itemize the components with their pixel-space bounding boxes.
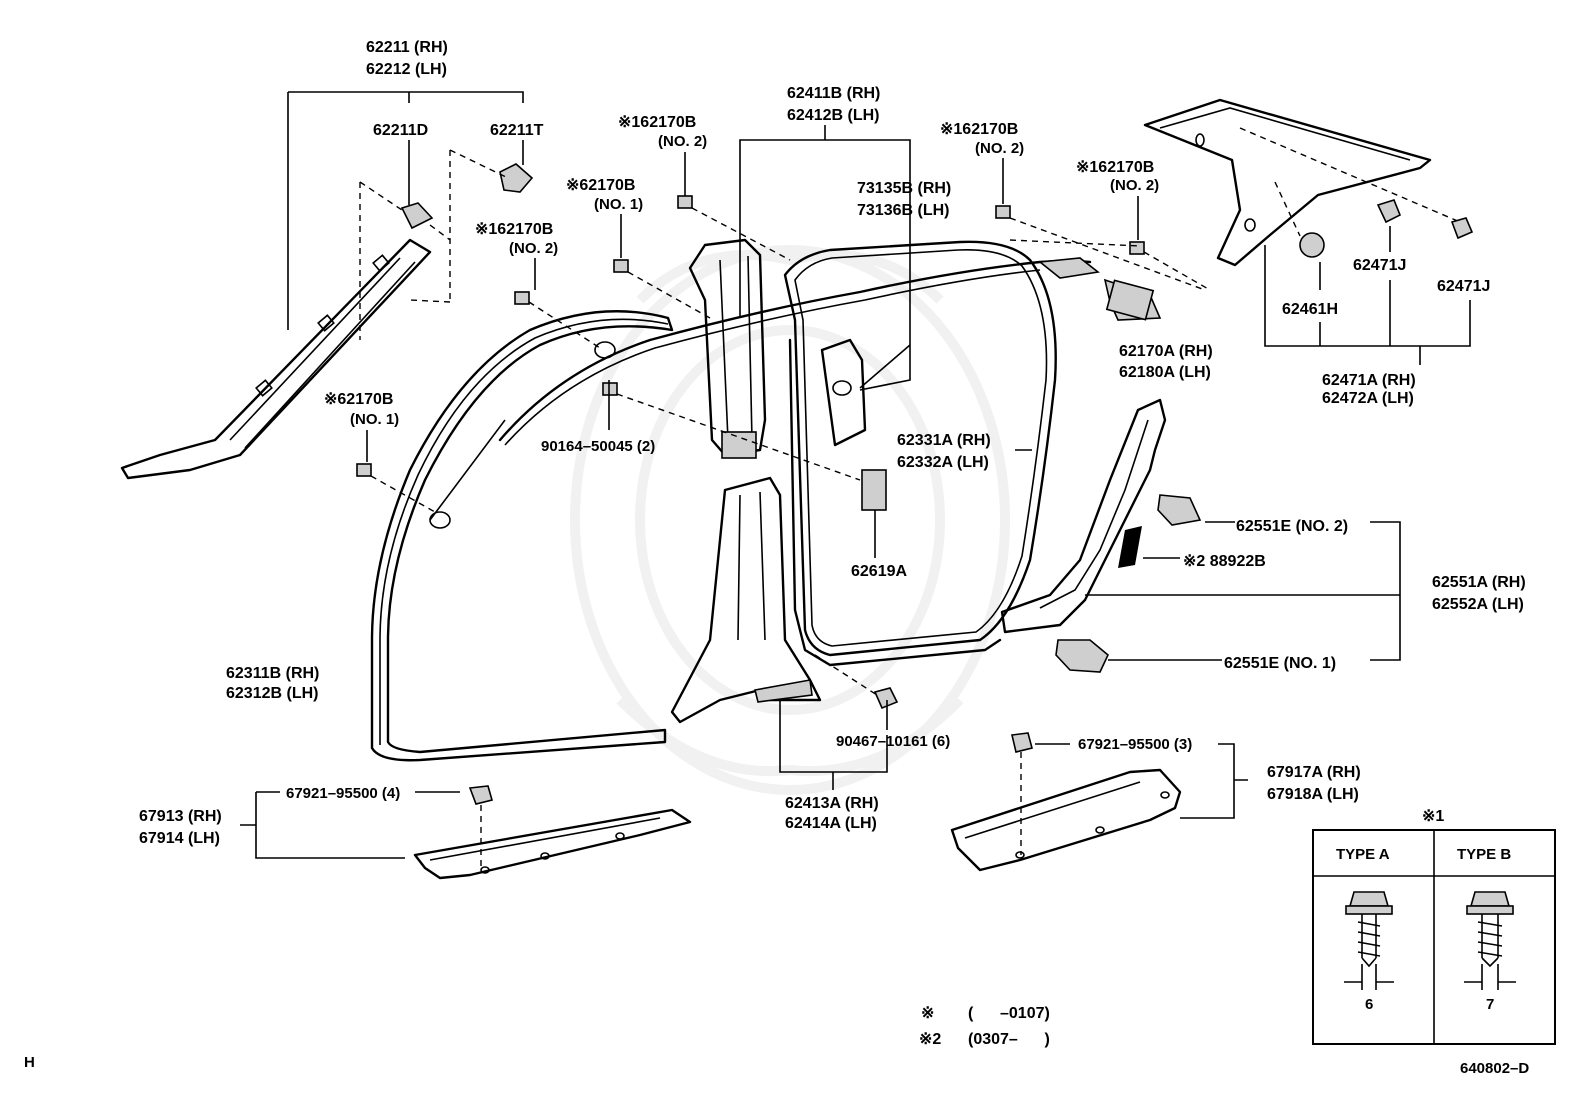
label-62332a: 62332A (LH) (897, 454, 989, 471)
clip-62471j-b (1450, 217, 1474, 240)
clip-67921-front (468, 785, 493, 805)
label-62551e-no1: 62551E (NO. 1) (1224, 655, 1336, 672)
note1-range: ( –0107) (968, 1005, 1050, 1022)
label-62461h: 62461H (1282, 301, 1338, 318)
center-pillar-lower (670, 476, 822, 724)
label-bolt3-no: (NO. 2) (509, 240, 558, 257)
label-62619a: 62619A (851, 563, 907, 580)
label-67918a: 67918A (LH) (1267, 786, 1359, 803)
label-bolt5-code: ※162170B (940, 121, 1018, 138)
label-90164: 90164–50045 (2) (541, 438, 655, 455)
note1-mark: ※ (921, 1005, 934, 1022)
label-62414a: 62414A (LH) (785, 815, 877, 832)
rear-scuff-plate (950, 768, 1182, 872)
label-73136b: 73136B (LH) (857, 202, 949, 219)
front-door-weatherstrip (370, 310, 674, 762)
bolt-type-inset: ※1 TYPE A TYPE B 6 7 (1312, 808, 1556, 1045)
clip-62551e-no1 (1055, 639, 1109, 673)
label-62211t: 62211T (490, 122, 544, 139)
label-62471a: 62471A (RH) (1322, 372, 1416, 389)
label-bolt4-no: (NO. 1) (350, 411, 399, 428)
bolt-type-a-icon (1344, 891, 1394, 990)
bolt-62170b-1 (613, 259, 629, 273)
label-67921-4: 67921–95500 (4) (286, 785, 400, 802)
label-62471j-b: 62471J (1437, 278, 1490, 295)
label-62170a: 62170A (RH) (1119, 343, 1213, 360)
footnotes: ※ ( –0107) ※2 (0307– ) (919, 1005, 1050, 1048)
note2-range: (0307– ) (968, 1031, 1050, 1048)
label-62211d: 62211D (373, 122, 428, 139)
label-62212: 62212 (LH) (366, 61, 447, 78)
c-pillar-trim (820, 338, 867, 447)
label-73135b: 73135B (RH) (857, 180, 951, 197)
label-67921-3: 67921–95500 (3) (1078, 736, 1192, 753)
clip-62471j-a (1376, 199, 1402, 224)
watermark-logo (570, 245, 1010, 795)
bracket-62619a (861, 469, 887, 511)
label-62211: 62211 (RH) (366, 39, 448, 56)
pad-88922b (1118, 526, 1142, 568)
label-62472a: 62472A (LH) (1322, 390, 1414, 407)
clip-67921-rear (1011, 732, 1033, 753)
label-67914: 67914 (LH) (139, 830, 220, 847)
bolt-162170b-1 (677, 195, 693, 209)
bolt-162170b-4 (1129, 241, 1145, 255)
bolt-162170b-3 (995, 205, 1011, 219)
label-62412b: 62412B (LH) (787, 107, 879, 124)
label-bolt6-no: (NO. 2) (1110, 177, 1159, 194)
quarter-trim (1000, 398, 1167, 634)
clip-62461h (1299, 232, 1325, 258)
section-letter: H (24, 1054, 35, 1071)
package-tray-trim (1143, 98, 1432, 267)
diagram-id: 640802–D (1460, 1060, 1529, 1077)
label-62413a: 62413A (RH) (785, 795, 879, 812)
label-bolt5-no: (NO. 2) (975, 140, 1024, 157)
inset-title: ※1 (1422, 808, 1444, 825)
bracket-62170a (1105, 279, 1155, 321)
label-62311b: 62311B (RH) (226, 665, 319, 682)
inset-type-b: TYPE B (1457, 846, 1511, 863)
label-bolt6-code: ※162170B (1076, 159, 1154, 176)
label-bolt1-no: (NO. 2) (658, 133, 707, 150)
label-62331a: 62331A (RH) (897, 432, 991, 449)
part-labels: 62211 (RH) 62212 (LH) 62211D 62211T ※162… (139, 39, 1526, 847)
clip-62211d (400, 202, 434, 230)
note2-mark: ※2 (919, 1031, 941, 1048)
center-pillar-upper (688, 238, 767, 459)
bolt-type-b-icon (1464, 891, 1516, 990)
label-62551e-no2: 62551E (NO. 2) (1236, 518, 1348, 535)
inset-dim-b: 7 (1486, 996, 1494, 1013)
label-bolt3-code: ※162170B (475, 221, 553, 238)
label-bolt2-no: (NO. 1) (594, 196, 643, 213)
label-62551a: 62551A (RH) (1432, 574, 1526, 591)
label-62471j-a: 62471J (1353, 257, 1406, 274)
label-62552a: 62552A (LH) (1432, 596, 1524, 613)
a-pillar-garnish (120, 238, 432, 480)
inset-dim-a: 6 (1365, 996, 1373, 1013)
label-62411b: 62411B (RH) (787, 85, 880, 102)
label-90467: 90467–10161 (6) (836, 733, 950, 750)
clip-90467 (873, 687, 899, 710)
label-62180a: 62180A (LH) (1119, 364, 1211, 381)
label-bolt4-code: ※62170B (324, 391, 393, 408)
bolt-162170b-2 (514, 291, 530, 305)
front-scuff-plate (413, 808, 692, 880)
label-67913: 67913 (RH) (139, 808, 222, 825)
label-67917a: 67917A (RH) (1267, 764, 1361, 781)
inset-type-a: TYPE A (1336, 846, 1390, 863)
clip-62211t (499, 163, 534, 193)
label-bolt1-code: ※162170B (618, 114, 696, 131)
label-88922b: ※2 88922B (1183, 553, 1266, 570)
label-bolt2-code: ※62170B (566, 177, 635, 194)
label-62312b: 62312B (LH) (226, 685, 318, 702)
clip-62551e-no2 (1157, 494, 1202, 526)
bolt-90164 (602, 382, 618, 396)
bolt-62170b-2 (356, 463, 372, 477)
rear-door-weatherstrip (783, 240, 1057, 667)
